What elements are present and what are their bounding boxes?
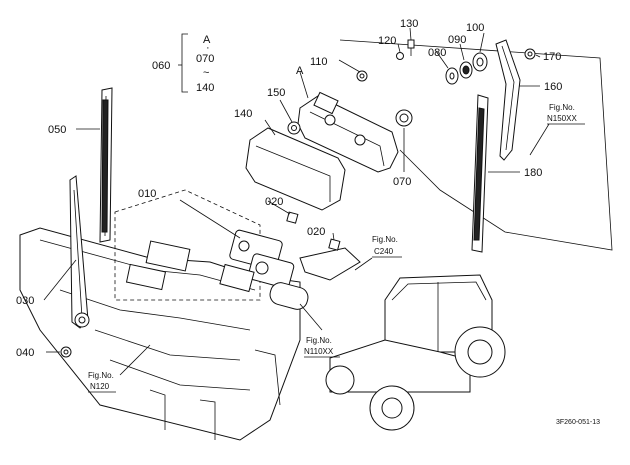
callout-060: 060 <box>152 60 170 72</box>
group-range-marker: A <box>203 34 211 46</box>
callout-030: 030 <box>16 295 34 307</box>
washer-120 <box>396 52 404 60</box>
callout-090: 090 <box>448 34 466 46</box>
fig-ref-n110xx-line2: N110XX <box>304 347 334 356</box>
rear-wiper-motor <box>297 91 399 173</box>
washer-090 <box>459 61 473 79</box>
callout-110: 110 <box>310 56 328 68</box>
leader-lines <box>43 27 550 376</box>
tractor-illustration <box>325 274 506 431</box>
fig-ref-c240-line1: Fig.No. <box>372 235 398 244</box>
callout-180: 180 <box>524 167 542 179</box>
bushing-070 <box>395 109 413 127</box>
fig-ref-n110xx-line1: Fig.No. <box>306 336 332 345</box>
wiper-arm-160 <box>495 39 521 161</box>
fig-ref-c240: Fig.No. C240 <box>372 235 402 258</box>
group-range-first: 070 <box>196 53 214 65</box>
nut-040 <box>60 346 72 358</box>
wiper-motor <box>219 229 309 310</box>
drawing-code: 3F260-051-13 <box>556 419 600 426</box>
callout-140: 140 <box>234 108 252 120</box>
group-range-dot: · <box>206 42 210 54</box>
callout-100: 100 <box>466 22 484 34</box>
nut-170 <box>524 48 536 60</box>
callout-160: 160 <box>544 81 562 93</box>
fig-ref-c240-line2: C240 <box>374 247 394 256</box>
callout-020-upper: 020 <box>265 196 283 208</box>
mounting-bracket <box>299 247 361 281</box>
fig-ref-n110xx: Fig.No. N110XX <box>304 336 340 358</box>
group-range-last: 140 <box>196 82 214 94</box>
motor-cover-140 <box>245 127 346 211</box>
callout-010: 010 <box>138 188 156 200</box>
fig-ref-n150xx: Fig.No. N150XX <box>547 103 585 125</box>
washer-080 <box>445 67 459 85</box>
rear-window-glass <box>339 39 613 251</box>
fig-ref-n150xx-line2: N150XX <box>547 114 577 123</box>
callout-070: 070 <box>393 176 411 188</box>
screw-130 <box>407 39 415 56</box>
group-range-sep: ~ <box>203 67 209 79</box>
callout-050: 050 <box>48 124 66 136</box>
seal-110 <box>356 70 368 82</box>
wiper-blade-180 <box>471 94 489 253</box>
wiper-arm-030 <box>69 175 90 329</box>
view-marker-a: A <box>296 65 304 77</box>
callout-120: 120 <box>378 35 396 47</box>
fig-ref-n150xx-line1: Fig.No. <box>549 103 575 112</box>
bolt-020-lower <box>328 238 341 251</box>
callout-080: 080 <box>428 47 446 59</box>
callout-170: 170 <box>543 51 561 63</box>
fig-ref-n120: Fig.No. N120 <box>88 371 116 393</box>
fig-ref-n120-line2: N120 <box>90 382 110 391</box>
washer-100 <box>472 52 488 72</box>
wiper-blade-050 <box>99 87 113 243</box>
grommet-150 <box>287 121 301 135</box>
callout-040: 040 <box>16 347 34 359</box>
bolt-020-upper <box>286 211 299 224</box>
callout-020-lower: 020 <box>307 226 325 238</box>
fig-ref-n120-line1: Fig.No. <box>88 371 114 380</box>
callout-150: 150 <box>267 87 285 99</box>
callout-130: 130 <box>400 18 418 30</box>
